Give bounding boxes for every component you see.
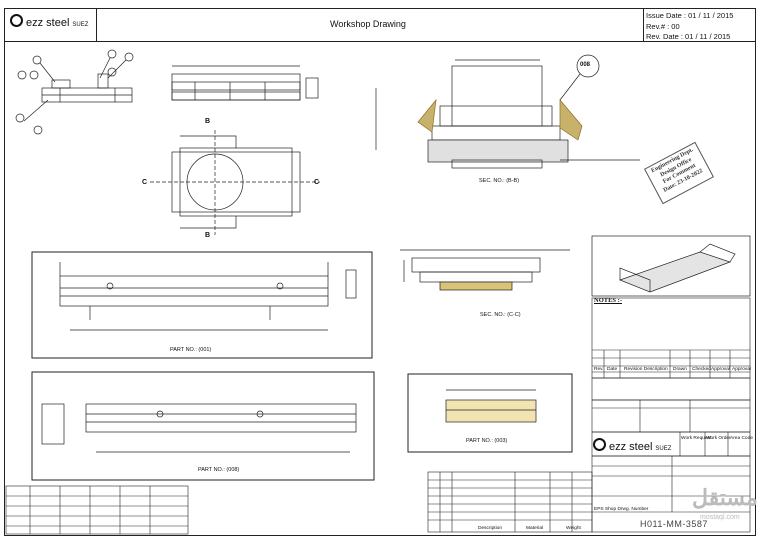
issue-info: Issue Date : 01 / 11 / 2015 Rev.# : 00 R… <box>646 11 733 43</box>
title-block-logo: ezz steel SUEZ <box>593 437 671 453</box>
approval-header-2: Approval <box>732 367 751 372</box>
work-order-label: Work Order <box>706 436 731 441</box>
part-label-003: PART NO.: (003) <box>466 438 508 444</box>
hole-schedule-lines <box>5 485 189 535</box>
date-column-header: Date <box>607 367 618 372</box>
view-part-008 <box>31 371 375 481</box>
view-section-cc <box>400 249 570 291</box>
drawing-number: H011-MM-3587 <box>640 519 708 529</box>
drawing-sheet-border <box>4 8 756 536</box>
section-mark-b-top: B <box>205 118 211 125</box>
parts-list-lines <box>427 471 593 533</box>
material-column: Material <box>526 526 544 531</box>
view-isometric-box <box>591 235 751 297</box>
part-label-008: PART NO.: (008) <box>198 467 240 473</box>
issue-date: Issue Date : 01 / 11 / 2015 <box>646 11 734 20</box>
section-label-cc: SEC. NO.: (C-C) <box>480 312 521 318</box>
section-label-bb: SEC. NO.: (B-B) <box>479 178 520 184</box>
header-row <box>4 8 756 42</box>
revision-description-header: Revision Description <box>624 367 668 372</box>
watermark-arabic: مستقل <box>692 485 758 510</box>
drawing-title: Workshop Drawing <box>330 19 406 29</box>
view-section-bb <box>375 54 640 169</box>
area-code-label: Area Code <box>730 436 753 441</box>
section-mark-b-bottom: B <box>205 232 211 239</box>
view-part-001 <box>31 251 373 359</box>
weight-column: Weight <box>566 526 581 531</box>
revision-date: Rev. Date : 01 / 11 / 2015 <box>646 32 731 41</box>
notes-heading: NOTES :- <box>594 297 622 304</box>
part-label-001: PART NO.: (001) <box>170 347 212 353</box>
revision-number: Rev.# : 00 <box>646 21 680 31</box>
logo-ring-icon <box>10 14 23 27</box>
view-top-middle <box>171 65 319 101</box>
work-request-label: Work Request <box>681 436 712 441</box>
view-part-003 <box>407 373 573 453</box>
logo-ring-icon <box>593 438 606 451</box>
drawing-number-label: EPS Shop Drwg. Number <box>594 507 649 512</box>
header-divider <box>96 8 97 42</box>
approval-header: Approval <box>711 367 730 372</box>
watermark-latin: mostaql.com <box>700 514 740 521</box>
description-column: Description <box>478 526 502 531</box>
view-top-left <box>15 49 134 135</box>
section-mark-c-left: C <box>142 179 148 186</box>
drawn-header: Drawn <box>673 367 687 372</box>
part-balloon: 008 <box>580 62 591 68</box>
rev-column-header: Rev. <box>594 367 604 372</box>
header-divider <box>643 8 644 42</box>
notes-block: NOTES :- <box>594 296 622 306</box>
section-mark-c-right: C <box>314 179 320 186</box>
view-plan <box>150 130 320 235</box>
company-logo: ezz steel SUEZ <box>10 13 88 29</box>
checked-header: Checked <box>692 367 711 372</box>
revision-table-lines <box>591 297 751 533</box>
